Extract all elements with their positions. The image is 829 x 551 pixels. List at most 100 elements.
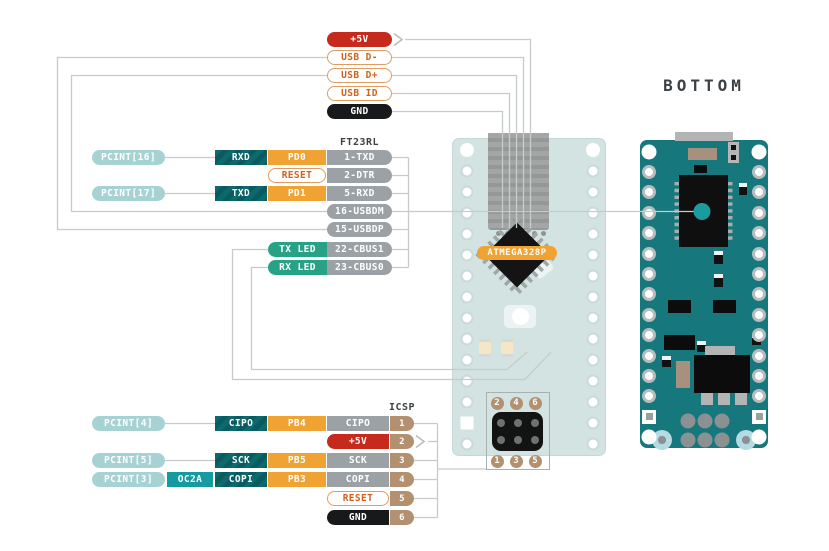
smd-ic [668, 300, 691, 313]
icsp-callout-num-4: 4 [509, 396, 523, 410]
icsp-pin-1: 1 [390, 416, 414, 431]
solder-pad [642, 246, 656, 261]
solder-pad [460, 353, 473, 367]
solder-pad [586, 311, 599, 325]
icsp-pad-bottom [714, 432, 730, 448]
reset-button-cap [512, 308, 529, 325]
solder-pad [752, 185, 766, 200]
icsp-pad-bottom [714, 413, 730, 429]
solder-pad [586, 185, 599, 199]
solder-pad [752, 266, 766, 281]
icsp-copi-label: COPI [327, 472, 389, 487]
icsp-pin [531, 419, 539, 427]
solder-pad [642, 226, 656, 241]
icsp-pin-3: 3 [390, 453, 414, 468]
pd1-label: PD1 [268, 186, 326, 201]
solder-pad [586, 416, 599, 430]
pin-usb-dplus: USB D+ [327, 68, 392, 83]
pin-usb-dminus: USB D- [327, 50, 392, 65]
smd-capacitor [694, 165, 707, 173]
pd0-label: PD0 [268, 150, 326, 165]
icsp-pad-bottom [697, 432, 713, 448]
pb5-label: PB5 [268, 453, 326, 468]
icsp-gnd-label: GND [327, 510, 389, 525]
solder-pad [642, 287, 656, 302]
l13-led [501, 339, 513, 357]
icsp-reset-label: RESET [327, 491, 389, 506]
solder-pad [642, 328, 656, 343]
solder-pad [642, 185, 656, 200]
pb4-label: PB4 [268, 416, 326, 431]
solder-pad [460, 290, 473, 304]
solder-pad [642, 266, 656, 281]
solder-pad [752, 246, 766, 261]
solder-pad [642, 348, 656, 363]
solder-pad [752, 287, 766, 302]
solder-pad [586, 353, 599, 367]
solder-pad [586, 248, 599, 262]
solder-pad [460, 437, 473, 451]
ft-pin-22-cbus1: 22-CBUS1 [327, 242, 392, 257]
solder-pad [586, 290, 599, 304]
solder-pad [641, 144, 657, 159]
ft-pin-23-cbus0: 23-CBUS0 [327, 260, 392, 275]
cipo-signal-label: CIPO [215, 416, 267, 431]
solder-pad [460, 227, 473, 241]
icsp-pad-bottom [680, 413, 696, 429]
solder-pad [642, 205, 656, 220]
smd-capacitor [662, 356, 671, 367]
solder-pad [642, 409, 656, 424]
icsp-pin [514, 436, 522, 444]
usb-pin-pad [541, 231, 546, 236]
solder-pad [460, 185, 473, 199]
icsp-callout-num-2: 2 [490, 396, 504, 410]
solder-pad [459, 143, 474, 157]
solder-pad [460, 248, 473, 262]
icsp-callout-num-1: 1 [490, 454, 504, 468]
smd-capacitor [714, 274, 723, 287]
icsp-header-callout-box [486, 392, 550, 470]
pin-usb-id: USB ID [327, 86, 392, 101]
tx-led-label: TX LED [268, 242, 327, 257]
smd-ic [713, 300, 736, 313]
ft-pin-5-rxd: 5-RXD [327, 186, 392, 201]
resonator [688, 148, 717, 160]
smd-capacitor [739, 183, 747, 195]
rx-led-label: RX LED [268, 260, 327, 275]
usb-connector [488, 133, 549, 230]
txd-label: TXD [215, 186, 267, 201]
ft-pin-2-dtr: 2-DTR [327, 168, 392, 183]
solder-pad [642, 389, 656, 404]
icsp-callout-num-5: 5 [528, 454, 542, 468]
solder-pad [586, 374, 599, 388]
solder-pad [460, 416, 473, 430]
usb-connector-tab [675, 132, 733, 141]
solder-pad [642, 368, 656, 383]
icsp-pin-5: 5 [390, 491, 414, 506]
solder-pad [642, 164, 656, 179]
icsp-pin-6: 6 [390, 510, 414, 525]
solder-pad [642, 307, 656, 322]
icsp-cipo-label: CIPO [327, 416, 389, 431]
solder-pad [460, 395, 473, 409]
pb3-label: PB3 [268, 472, 326, 487]
ft-pin-15-usbdp: 15-USBDP [327, 222, 392, 237]
solder-pad [752, 368, 766, 383]
pcint3-label: PCINT[3] [92, 472, 165, 487]
mounting-pad [736, 430, 756, 450]
inductor [676, 361, 690, 388]
power-led [479, 339, 491, 357]
icsp-pin [497, 436, 505, 444]
chip-marker-dot [693, 203, 711, 220]
mcu-label: ATMEGA328P [477, 246, 557, 260]
solder-pad [586, 269, 599, 283]
icsp-header: ICSP [388, 402, 416, 413]
icsp-callout-num-3: 3 [509, 454, 523, 468]
ft23rl-header: FT23RL [339, 137, 380, 148]
ft-pin-1-txd: 1-TXD [327, 150, 392, 165]
regulator-leg [718, 393, 730, 405]
solder-pad [752, 226, 766, 241]
solder-pad [460, 164, 473, 178]
icsp-pin-2: 2 [390, 434, 414, 449]
